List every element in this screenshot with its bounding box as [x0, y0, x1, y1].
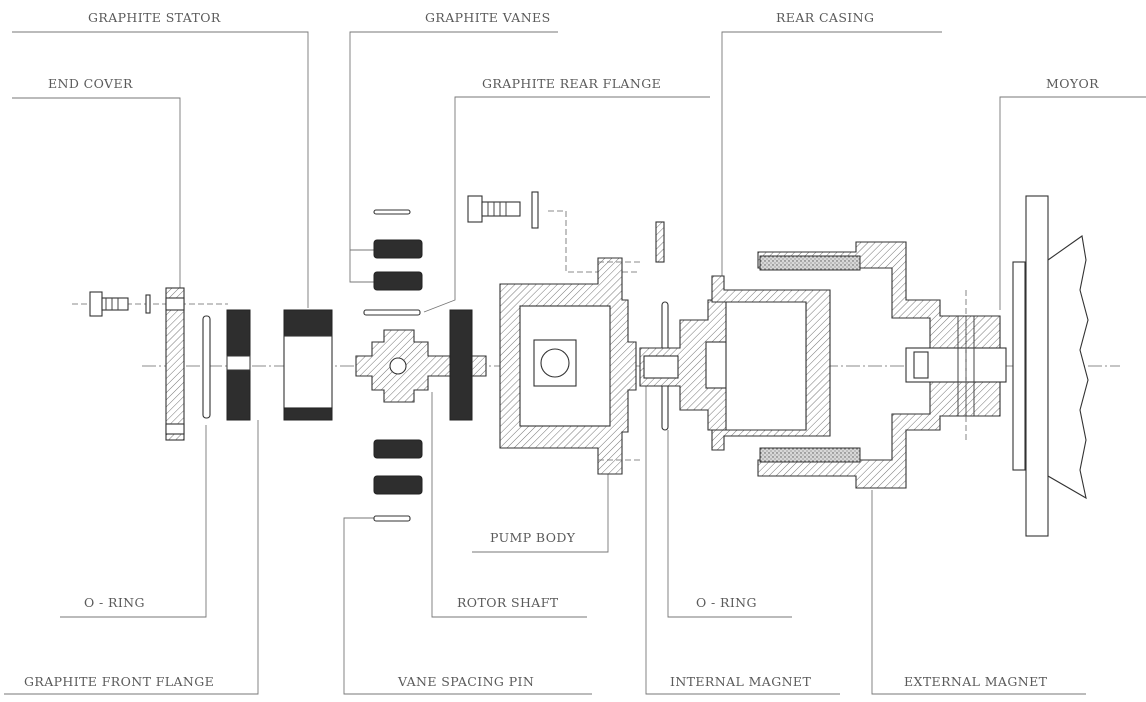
label-graphite-front-flange: GRAPHITE FRONT FLANGE [24, 674, 214, 689]
leader-o-ring-left [60, 425, 207, 618]
label-rear-casing: REAR CASING [776, 10, 874, 25]
leader-vane-spacing-pin [343, 517, 592, 695]
label-vane-spacing-pin: VANE SPACING PIN [397, 674, 534, 689]
o-ring-left [202, 315, 211, 419]
rotor-shaft [355, 329, 487, 403]
label-o-ring-left: O - RING [84, 595, 145, 610]
label-graphite-vanes: GRAPHITE VANES [425, 10, 551, 25]
drive-key [655, 221, 665, 263]
leader-motor [999, 96, 1146, 310]
graphite-stator [283, 309, 333, 421]
label-internal-magnet: INTERNAL MAGNET [670, 674, 811, 689]
leader-rear-casing [721, 31, 942, 276]
graphite-front-flange [226, 309, 251, 421]
leader-graphite-rear-flange [423, 96, 710, 313]
label-end-cover: END COVER [48, 76, 133, 91]
leader-end-cover [12, 97, 181, 290]
leader-graphite-front-flange [4, 420, 259, 695]
label-graphite-rear-flange: GRAPHITE REAR FLANGE [482, 76, 661, 91]
motor [1012, 195, 1089, 537]
leader-rotor-shaft [431, 392, 587, 618]
leader-pump-body [472, 470, 609, 553]
pump-body [499, 257, 640, 475]
end-cover [165, 287, 185, 441]
label-o-ring-right: O - RING [696, 595, 757, 610]
pump-body-bolt [467, 191, 640, 273]
leader-graphite-vanes [349, 31, 558, 283]
label-rotor-shaft: ROTOR SHAFT [457, 595, 559, 610]
graphite-vanes [363, 209, 423, 522]
graphite-rear-flange [449, 309, 473, 421]
label-motor: MOYOR [1046, 76, 1099, 91]
leader-graphite-stator [12, 31, 309, 308]
label-pump-body: PUMP BODY [490, 530, 576, 545]
leader-internal-magnet [645, 360, 840, 695]
external-magnet [757, 241, 1007, 489]
leader-external-magnet [871, 490, 1086, 695]
end-cover-bolt [72, 291, 228, 317]
rear-casing [711, 275, 831, 451]
label-external-magnet: EXTERNAL MAGNET [904, 674, 1048, 689]
leader-o-ring-right [667, 430, 792, 618]
label-graphite-stator: GRAPHITE STATOR [88, 10, 221, 25]
